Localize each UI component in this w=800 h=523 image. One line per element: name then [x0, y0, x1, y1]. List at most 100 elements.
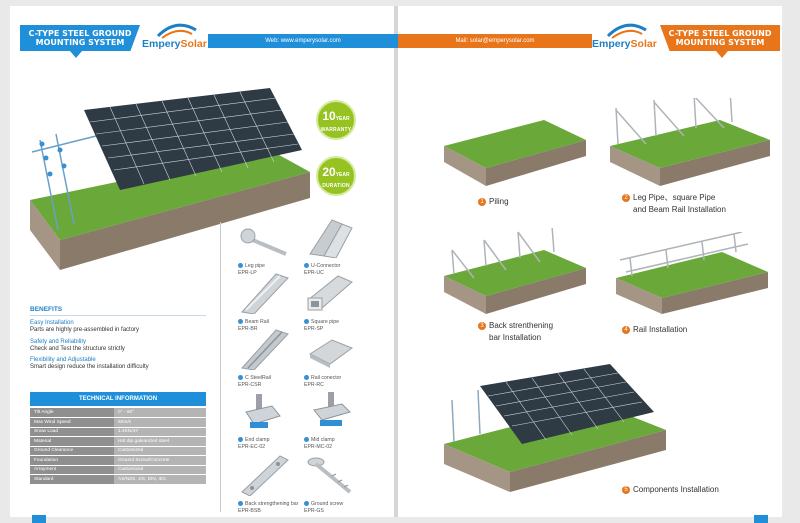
spec-key: Standard	[30, 474, 114, 485]
brand-logo-left: EmperySolar	[142, 22, 212, 54]
spec-key: Ground Clearance	[30, 446, 114, 456]
component-name: U-Connector	[311, 263, 341, 269]
rail-connector-icon	[308, 339, 354, 368]
spec-value: 0° - 60°	[114, 408, 206, 418]
step-number: 2	[622, 193, 630, 202]
brochure-spine	[394, 6, 398, 517]
header-mail-bar: Mail: solar@emperysolar.com	[398, 34, 592, 48]
warranty-badge: 10YEAR WARRANTY	[316, 100, 356, 140]
step-number: 1	[478, 197, 486, 206]
step-3-back-bar-illustration	[444, 228, 586, 314]
benefit-desc: Check and Test the structure strictly	[30, 346, 125, 352]
step-title: Rail Installation	[633, 325, 688, 334]
step-5-components-illustration	[444, 364, 666, 492]
duration-unit: YEAR	[335, 172, 350, 178]
square-pipe-icon	[307, 275, 353, 311]
spec-value: Hot dip galvanized steel	[114, 436, 206, 447]
spec-value: Customized	[114, 465, 206, 475]
spec-value: Ground Screw/Concrete	[114, 455, 206, 466]
column-divider	[220, 222, 221, 512]
spec-key: Max Wind Speed	[30, 417, 114, 428]
component-name: Back strengthening bar	[245, 501, 299, 507]
component-code: EPR-BSB	[238, 507, 261, 514]
c-steel-rail-icon	[241, 329, 289, 371]
step-subtitle: and Beam Rail Installation	[633, 205, 726, 214]
step-number: 5	[622, 485, 630, 494]
header-web-bar: Web: www.emperysolar.com	[208, 34, 398, 48]
header-tick-left	[70, 51, 82, 58]
header-tick-right	[716, 51, 728, 58]
warranty-label: WARRANTY	[320, 127, 352, 133]
step-4-rail-illustration	[616, 232, 768, 314]
duration-badge: 20YEAR DURATION	[316, 156, 356, 196]
step-2-leg-pipe-illustration	[610, 98, 770, 186]
leg-pipe-icon	[240, 228, 287, 256]
component-name: Rail conector	[311, 375, 342, 381]
component-code: EPR-SP	[304, 325, 324, 332]
spec-key: Material	[30, 436, 114, 447]
benefits-title: BENEFITS	[30, 306, 63, 313]
component-name: End clamp	[245, 437, 270, 443]
step-1-piling-illustration	[444, 120, 586, 186]
duration-years: 20	[322, 165, 336, 179]
footer-tab-right	[754, 515, 768, 523]
spec-key: Snow Load	[30, 427, 114, 437]
technical-info-title: TECHNICAL INFORMATION	[30, 392, 206, 406]
component-name: Leg pipe	[245, 263, 265, 269]
logo-text-empery: Empery	[592, 38, 631, 50]
benefit-title: Safety and Reliability	[30, 339, 87, 345]
benefit-title: Flexibility and Adjustable	[30, 357, 96, 363]
ground-screw-icon	[307, 457, 352, 494]
warranty-unit: YEAR	[335, 116, 350, 122]
header-tag-right: C-TYPE STEEL GROUND MOUNTING SYSTEM	[660, 25, 780, 51]
component-name: C SteelRail	[245, 375, 271, 381]
mid-clamp-icon	[313, 392, 351, 426]
logo-text-empery: Empery	[142, 38, 181, 50]
brand-logo-right: EmperySolar	[592, 22, 662, 54]
step-subtitle: bar Installation	[489, 333, 542, 342]
logo-swoosh-icon	[606, 23, 647, 39]
step-number: 4	[622, 325, 630, 334]
spec-key: Foundation	[30, 455, 114, 466]
component-name: Ground screw	[311, 501, 344, 507]
component-code: EPR-LP	[238, 269, 257, 276]
component-name: Beam Rail	[245, 319, 269, 325]
step-number: 3	[478, 321, 486, 330]
component-code: EPR-MC-02	[304, 443, 332, 450]
logo-swoosh-icon	[156, 23, 197, 39]
spec-value: 60m/s	[114, 417, 206, 428]
spec-key: Tilt Angle	[30, 408, 114, 418]
step-title: Back strenthening	[489, 321, 554, 330]
beam-rail-icon	[241, 273, 289, 315]
spec-value: Customized	[114, 446, 206, 456]
logo-text-solar: Solar	[630, 38, 657, 50]
end-clamp-icon	[245, 394, 281, 428]
benefit-item: Easy Installation Parts are highly pre-a…	[30, 320, 139, 334]
component-code: EPR-GS	[304, 507, 324, 514]
spec-value: 1.4KN/m²	[114, 427, 206, 437]
component-name: Mid clamp	[311, 437, 335, 443]
duration-label: DURATION	[322, 183, 350, 189]
spec-value: AS/NZS, JIS, DIN, IEC	[114, 474, 206, 485]
benefit-item: Flexibility and Adjustable Smart design …	[30, 357, 149, 371]
benefit-desc: Parts are highly pre-assembled in factor…	[30, 327, 140, 333]
component-code: EPR-RC	[304, 381, 324, 388]
benefits-divider	[30, 315, 206, 316]
benefit-desc: Smart design reduce the installation dif…	[30, 364, 149, 370]
header-tag-left: C-TYPE STEEL GROUND MOUNTING SYSTEM	[20, 25, 140, 51]
hero-solar-array-illustration	[30, 88, 310, 270]
